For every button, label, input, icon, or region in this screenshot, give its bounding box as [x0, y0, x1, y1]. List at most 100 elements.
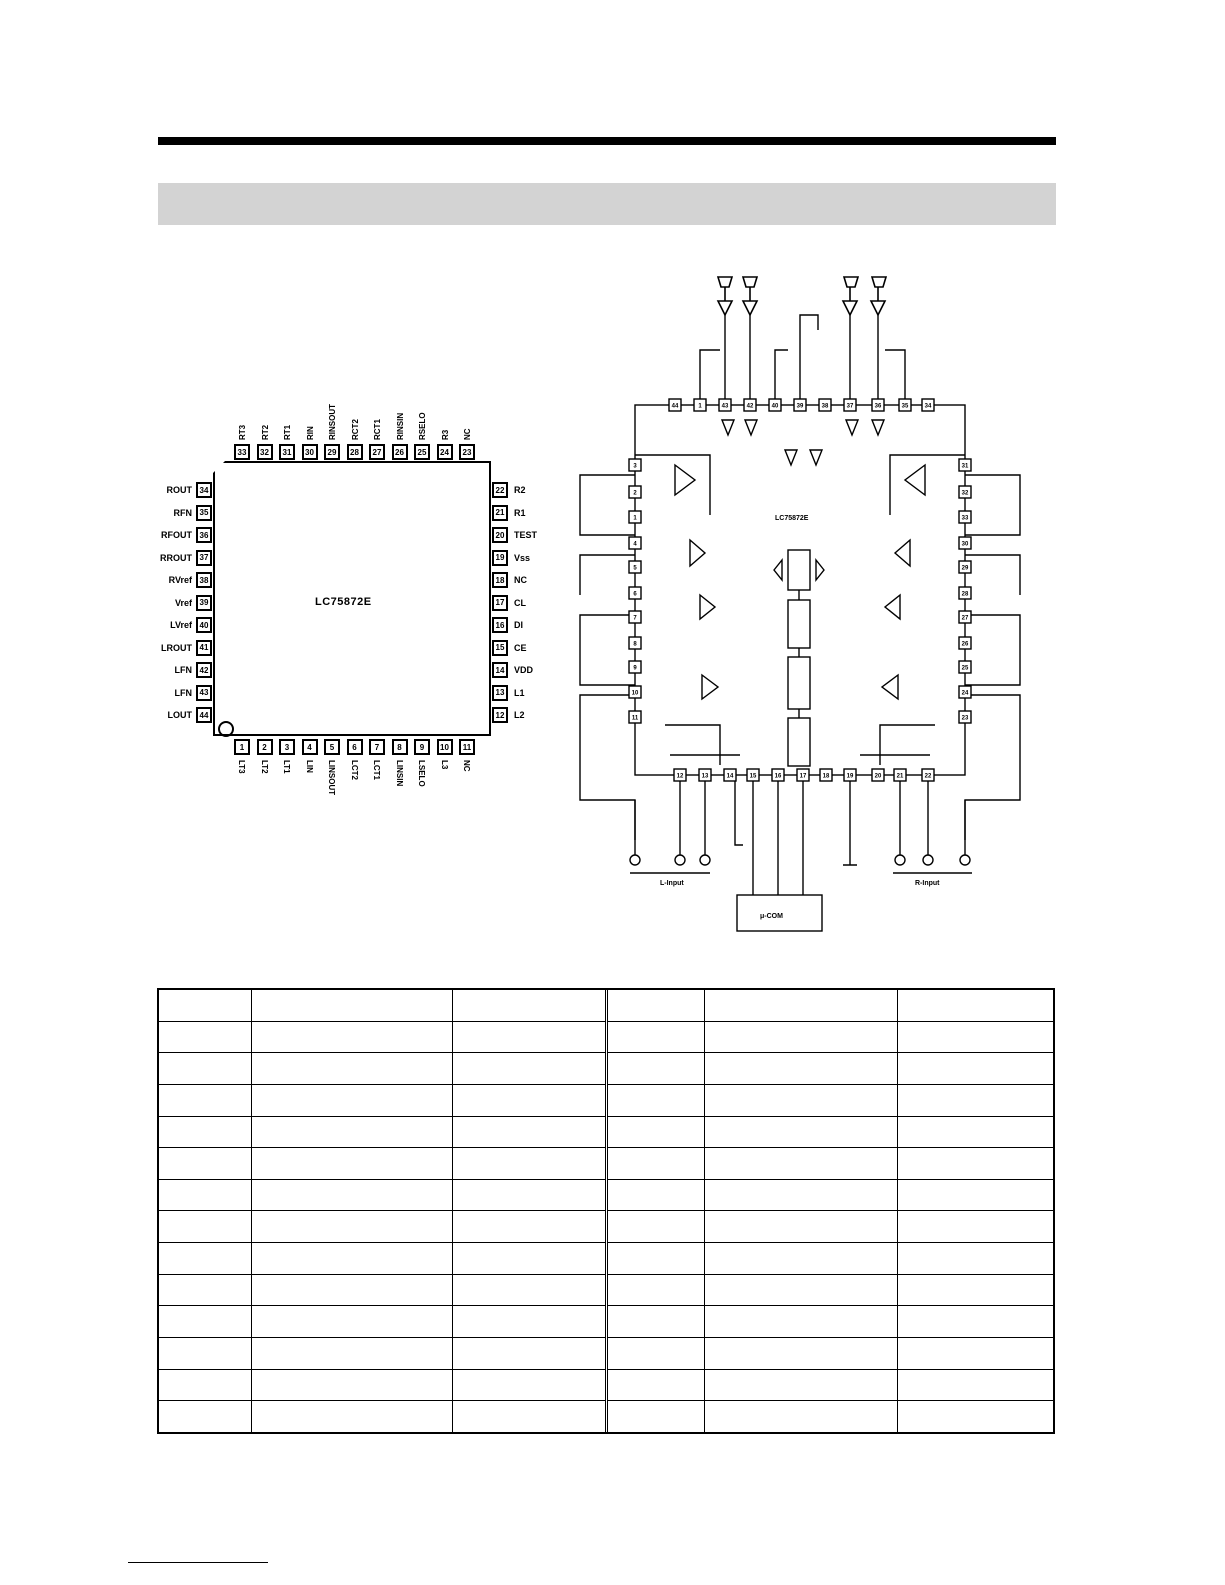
table-cell [252, 1369, 453, 1401]
table-cell [453, 1180, 605, 1211]
ic-pin-label: LCT1 [372, 760, 381, 780]
ic-pin-label: ROUT [166, 485, 193, 495]
schematic-pin-18: 18 [819, 768, 833, 782]
schematic-pin-24: 24 [958, 685, 972, 699]
table-row [608, 1274, 1053, 1307]
microcontroller-box [736, 894, 823, 932]
schematic-pin-20: 20 [871, 768, 885, 782]
table-cell [453, 1085, 605, 1116]
ic-pin-label: RROUT [160, 552, 192, 563]
table-row [608, 1179, 1053, 1212]
table-cell [608, 1274, 705, 1306]
svg-text:16: 16 [775, 774, 782, 780]
ic-pin-5: 5 [324, 739, 340, 755]
table-row [159, 1084, 605, 1117]
ic-pin-10: 10 [436, 739, 453, 755]
table-row [159, 1148, 605, 1180]
schematic-pin-3: 3 [628, 458, 642, 472]
svg-text:18: 18 [823, 774, 830, 780]
table-cell [705, 1053, 898, 1084]
ic-pin-9: 9 [414, 739, 430, 755]
table-cell [252, 1211, 453, 1243]
table-cell [159, 1243, 252, 1274]
ic-pin-41: 41 [196, 639, 212, 656]
ic-pin-1: 1 [234, 739, 250, 755]
schematic-pin-43: 43 [718, 398, 732, 412]
ic-pin-label: RFN [173, 507, 193, 518]
table-cell [453, 1148, 605, 1179]
table-cell [252, 990, 453, 1021]
svg-text:38: 38 [822, 404, 829, 410]
table-cell [159, 1369, 252, 1401]
table-row [159, 1021, 605, 1054]
table-cell [159, 1274, 252, 1306]
left-input-label: L-Input [660, 880, 684, 887]
table-cell [453, 1275, 605, 1306]
ic-pin-label: RIN [305, 426, 315, 440]
table-cell [705, 1401, 898, 1432]
table-cell [898, 1338, 1053, 1369]
schematic-pin-33: 33 [958, 510, 972, 524]
table-cell [705, 1211, 898, 1243]
pin-function-table [157, 988, 1055, 1434]
svg-text:6: 6 [633, 592, 637, 598]
svg-text:10: 10 [632, 691, 639, 697]
schematic-pin-42: 42 [743, 398, 757, 412]
table-cell [252, 1084, 453, 1116]
schematic-pin-16: 16 [771, 768, 785, 782]
ic-pin-label: RT1 [283, 424, 292, 440]
svg-text:15: 15 [750, 774, 757, 780]
ic-pin-31: 31 [279, 444, 295, 460]
logic-block [787, 549, 811, 591]
table-cell [705, 1243, 898, 1274]
svg-text:29: 29 [962, 566, 969, 572]
schematic-pin-7: 7 [628, 610, 642, 624]
svg-text:44: 44 [672, 404, 679, 410]
table-cell [252, 1148, 453, 1179]
schematic-pin-11: 11 [628, 710, 642, 724]
shift-register-block [787, 656, 811, 710]
table-cell [453, 1053, 605, 1084]
table-row [608, 1021, 1053, 1054]
schematic-pin-29: 29 [958, 560, 972, 574]
table-cell [159, 1084, 252, 1116]
footer-link-underline [128, 1562, 268, 1563]
table-cell [453, 1401, 605, 1432]
table-cell [898, 1053, 1053, 1084]
ic-pin-label: Vref [174, 597, 192, 608]
ic-pin-label: L3 [439, 760, 449, 770]
svg-text:30: 30 [962, 542, 969, 548]
table-row [608, 1211, 1053, 1244]
ic-pin-label: RT2 [260, 424, 270, 440]
svg-text:42: 42 [747, 404, 754, 410]
table-cell [608, 1148, 705, 1179]
svg-text:8: 8 [633, 642, 637, 648]
ic-pin-label: LT2 [259, 760, 269, 774]
ic-pin-label: CL [514, 597, 526, 608]
table-cell [159, 1179, 252, 1211]
ic-pin-39: 39 [196, 594, 212, 611]
ic-pin-36: 36 [196, 527, 212, 543]
ic-pin-label: Vss [514, 552, 531, 563]
table-row [608, 1053, 1053, 1085]
header-rule [158, 137, 1056, 145]
svg-text:35: 35 [902, 404, 909, 410]
table-cell [453, 1370, 605, 1401]
table-cell [252, 1306, 453, 1338]
table-row [608, 1084, 1053, 1117]
svg-text:1: 1 [698, 404, 702, 410]
ic-pin-label: CE [514, 642, 527, 653]
ic-pin-14: 14 [492, 662, 508, 678]
svg-text:3: 3 [633, 464, 637, 470]
ic-pin-33: 33 [234, 444, 250, 460]
svg-text:26: 26 [962, 642, 969, 648]
ic-pin-label: LINSOUT [327, 760, 336, 796]
table-cell [608, 1179, 705, 1211]
table-cell [252, 1243, 453, 1274]
ic-pin-label: L1 [514, 687, 525, 698]
table-row [608, 1116, 1053, 1149]
table-cell [705, 1084, 898, 1116]
table-row [608, 1338, 1053, 1370]
schematic-pin-6: 6 [628, 586, 642, 600]
